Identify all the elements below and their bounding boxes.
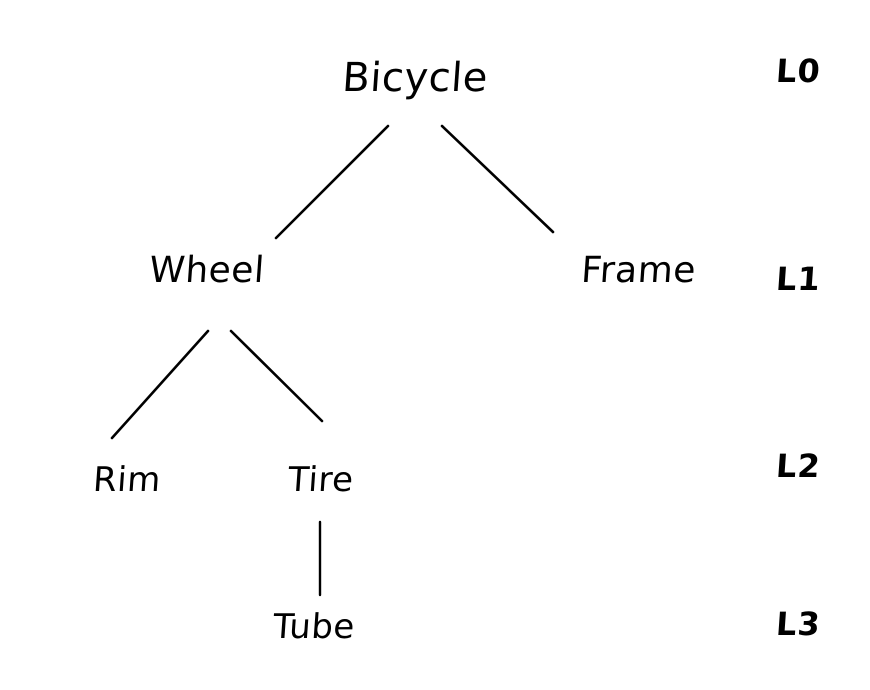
level-label-l1-text: L1	[774, 260, 823, 298]
node-wheel-label: Wheel	[147, 250, 266, 291]
edge-wheel-tire	[229, 329, 324, 423]
edge-bicycle-frame	[440, 124, 555, 234]
level-label-l2: L2	[774, 447, 823, 485]
node-frame: Frame	[579, 250, 698, 291]
node-rim-label: Rim	[91, 460, 163, 500]
level-label-l2-text: L2	[774, 447, 823, 485]
level-label-l0-text: L0	[774, 52, 823, 90]
edge-bicycle-wheel	[274, 124, 390, 240]
level-label-l0: L0	[774, 52, 823, 90]
level-label-l1: L1	[774, 260, 823, 298]
node-frame-label: Frame	[579, 250, 698, 291]
node-bicycle: Bicycle	[340, 55, 490, 101]
node-rim: Rim	[91, 460, 163, 500]
node-tire-label: Tire	[286, 460, 355, 500]
level-label-l3: L3	[774, 605, 823, 643]
level-label-l3-text: L3	[774, 605, 823, 643]
node-bicycle-label: Bicycle	[340, 55, 490, 101]
node-tube-label: Tube	[271, 607, 357, 647]
node-tube: Tube	[271, 607, 357, 647]
node-tire: Tire	[286, 460, 355, 500]
node-wheel: Wheel	[147, 250, 266, 291]
edge-wheel-rim	[110, 329, 210, 440]
